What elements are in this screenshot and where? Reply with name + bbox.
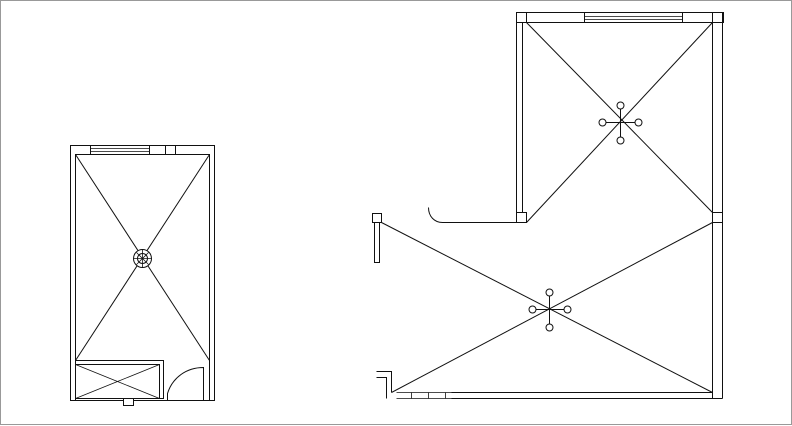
right-room-corner-column xyxy=(713,213,723,223)
right-room-door-swing xyxy=(429,208,443,223)
left-room-column xyxy=(166,146,176,155)
right-room-corner-column xyxy=(713,13,723,23)
right-lower-diagonal xyxy=(382,223,713,393)
left-room-plan xyxy=(71,146,215,406)
right-upper-diagonal xyxy=(527,23,713,213)
right-room-plan xyxy=(373,13,724,399)
left-room-bottom-tab xyxy=(124,399,134,406)
left-room-ceiling-fixture xyxy=(134,250,152,268)
right-room-window xyxy=(585,13,683,23)
right-lower-left-jog xyxy=(377,372,392,393)
left-room-cabinet-diagonal xyxy=(76,365,160,399)
right-upper-ceiling-fixture xyxy=(599,102,642,144)
right-lower-diagonal xyxy=(392,223,713,393)
right-lower-ceiling-fixture xyxy=(529,289,571,331)
left-room-window xyxy=(91,146,150,155)
right-room-corner-column xyxy=(517,213,527,223)
left-room-cabinet-inner xyxy=(76,365,160,399)
right-room-left-post xyxy=(375,223,380,263)
left-room-door-swing xyxy=(168,368,204,401)
right-lower-left-jog xyxy=(377,378,387,399)
right-room-left-post-cap xyxy=(373,214,382,223)
right-room-corner-column xyxy=(517,13,527,23)
